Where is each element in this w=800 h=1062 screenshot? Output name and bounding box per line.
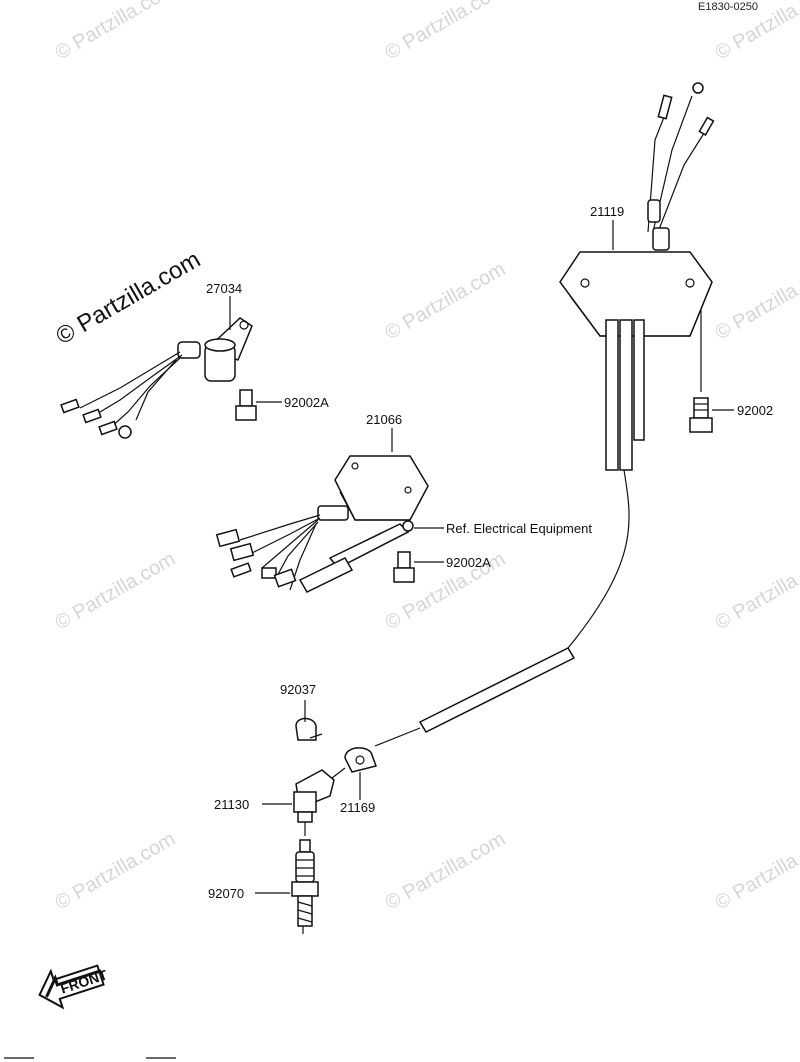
watermark: © Partzilla.com <box>52 0 180 64</box>
part-21119-cdi-unit[interactable] <box>374 82 715 747</box>
part-92002A-bolt-top[interactable] <box>235 389 257 421</box>
callout-92070[interactable]: 92070 <box>208 886 244 901</box>
diagram-code: E1830-0250 <box>698 1 758 13</box>
part-27034-pickup-coil[interactable] <box>60 317 253 439</box>
callout-21066[interactable]: 21066 <box>366 412 402 427</box>
watermark: © Partzilla.com <box>712 828 800 914</box>
watermark: © Partzilla.com <box>382 828 510 914</box>
callout-21119[interactable]: 21119 <box>590 204 624 219</box>
callout-92002[interactable]: 92002 <box>737 403 773 418</box>
part-21130-plug-cap[interactable] <box>293 767 346 823</box>
watermark: © Partzilla.com <box>712 548 800 634</box>
callout-92002A-mid[interactable]: 92002A <box>446 555 491 570</box>
watermark-layer: © Partzilla.com © Partzilla.com © Partzi… <box>52 0 800 914</box>
part-92037-clip[interactable] <box>295 717 323 741</box>
callout-92002A-top[interactable]: 92002A <box>284 395 329 410</box>
part-92070-spark-plug[interactable] <box>291 839 319 934</box>
front-arrow-icon: FRONT <box>38 964 110 1010</box>
watermark: © Partzilla.com <box>52 828 180 914</box>
watermark: © Partzilla.com <box>52 548 180 634</box>
part-21066-regulator[interactable] <box>215 455 429 593</box>
watermark: © Partzilla.com <box>712 258 800 344</box>
callout-21169[interactable]: 21169 <box>340 800 375 815</box>
callout-92037[interactable]: 92037 <box>280 682 316 697</box>
callout-21130[interactable]: 21130 <box>214 797 249 812</box>
callout-27034[interactable]: 27034 <box>206 281 242 296</box>
part-92002-bolt[interactable] <box>689 310 713 433</box>
watermark: © Partzilla.com <box>382 258 510 344</box>
part-21169-clamp[interactable] <box>344 747 377 773</box>
watermark: © Partzilla.com <box>382 0 510 64</box>
watermark-dark: © Partzilla.com <box>52 246 206 350</box>
part-92002A-bolt-mid[interactable] <box>393 551 415 583</box>
callout-ref-electrical[interactable]: Ref. Electrical Equipment <box>446 521 592 536</box>
